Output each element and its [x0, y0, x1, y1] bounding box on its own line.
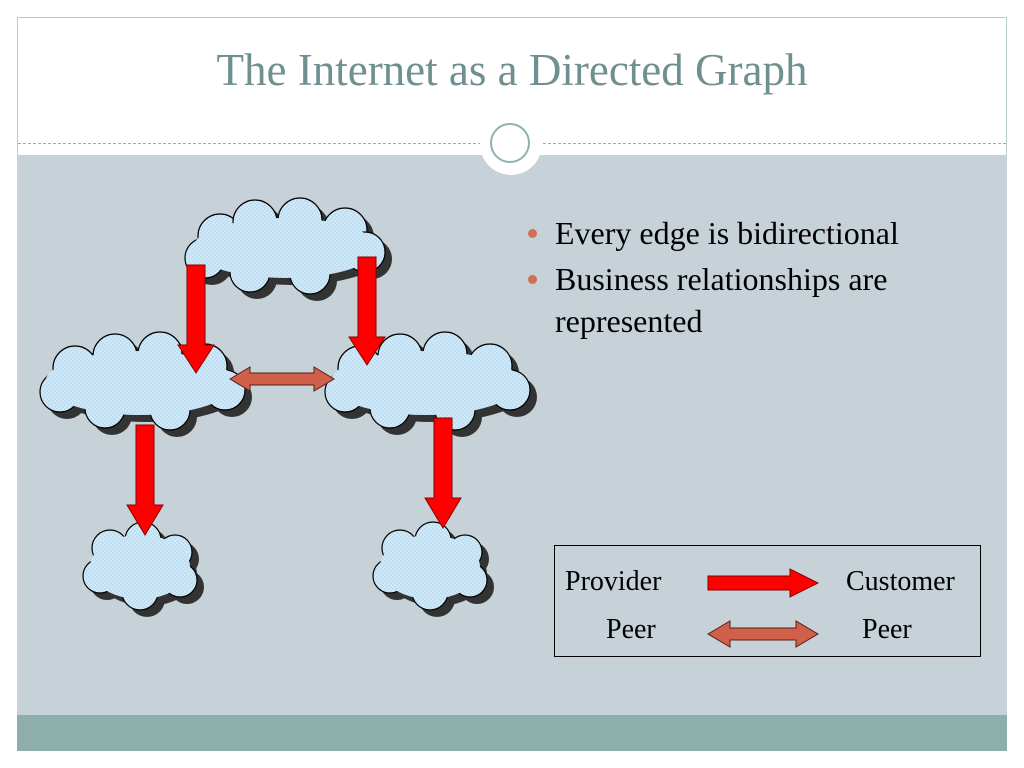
arrow-top-to-mid-left: [177, 264, 215, 374]
cloud-node-mid-left: [39, 331, 252, 437]
legend-peer-left-label: Peer: [606, 614, 656, 645]
cloud-body: [372, 521, 488, 611]
legend-peer-arrow: [707, 620, 819, 648]
legend-provider-label: Provider: [565, 566, 662, 597]
bullet-text: Business relationships are represented: [555, 261, 888, 339]
cloud-body: [324, 331, 531, 431]
bullet-text: Every edge is bidirectional: [555, 215, 899, 251]
arrow-mid-right-to-bottom-right: [424, 417, 462, 529]
cloud-body: [184, 197, 386, 295]
cloud-node-bottom-left: [82, 521, 204, 617]
cloud-node-top: [184, 197, 392, 301]
provider-customer-edges: [126, 256, 462, 536]
footer-band: [17, 715, 1007, 751]
legend-customer-label: Customer: [846, 566, 955, 597]
legend-box: [554, 545, 981, 657]
arrow-mid-left-to-bottom-left: [126, 424, 164, 536]
cloud-node-bottom-right: [372, 521, 494, 617]
title-circle-ring: [490, 123, 530, 163]
slide-title: The Internet as a Directed Graph: [216, 45, 808, 95]
bullet-dot-icon: [528, 229, 537, 238]
peer-arrow-mid-left-mid-right: [229, 366, 335, 392]
bullet-list: Every edge is bidirectional Business rel…: [525, 212, 985, 346]
bullet-dot-icon: [528, 275, 537, 284]
cloud-body: [39, 331, 246, 431]
legend-peer-right-label: Peer: [862, 614, 912, 645]
bullet-item: Every edge is bidirectional: [525, 212, 985, 254]
arrow-top-to-mid-right: [348, 256, 386, 366]
cloud-node-mid-right: [324, 331, 537, 437]
cloud-body: [82, 521, 198, 611]
legend-provider-customer-arrow: [707, 568, 820, 598]
bullet-item: Business relationships are represented: [525, 258, 985, 342]
